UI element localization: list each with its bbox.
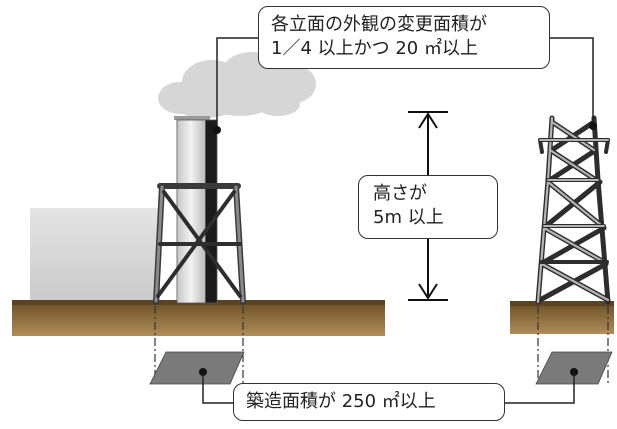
height-callout-line2: 5m 以上 xyxy=(373,207,444,228)
ground-left xyxy=(12,303,385,336)
footprint-projection-lines xyxy=(154,306,609,386)
ground-right xyxy=(510,304,614,334)
facade-area-callout: 各立面の外観の変更面積が 1／4 以上かつ 20 ㎡以上 xyxy=(258,6,550,69)
chimney-support-frame xyxy=(153,183,246,305)
facade-area-callout-line1: 各立面の外観の変更面積が xyxy=(271,14,487,35)
building-area-leader-lines xyxy=(202,374,575,404)
facade-area-callout-line2: 1／4 以上かつ 20 ㎡以上 xyxy=(271,38,478,59)
footprint-chimney xyxy=(149,351,245,385)
dot-icon xyxy=(589,122,597,130)
dot-icon xyxy=(199,368,207,376)
lattice-tower xyxy=(535,115,611,305)
building-area-callout: 築造面積が 250 ㎡以上 xyxy=(233,383,505,421)
facade-leader-lines xyxy=(216,37,594,128)
height-callout: 高さが 5m 以上 xyxy=(358,175,498,239)
chimney xyxy=(174,116,218,304)
dot-icon xyxy=(213,126,221,134)
background-building xyxy=(30,208,160,305)
dot-icon xyxy=(570,368,578,376)
height-callout-line1: 高さが xyxy=(373,183,427,204)
building-area-callout-text: 築造面積が 250 ㎡以上 xyxy=(246,391,436,412)
ground-right-top-edge xyxy=(510,301,614,306)
